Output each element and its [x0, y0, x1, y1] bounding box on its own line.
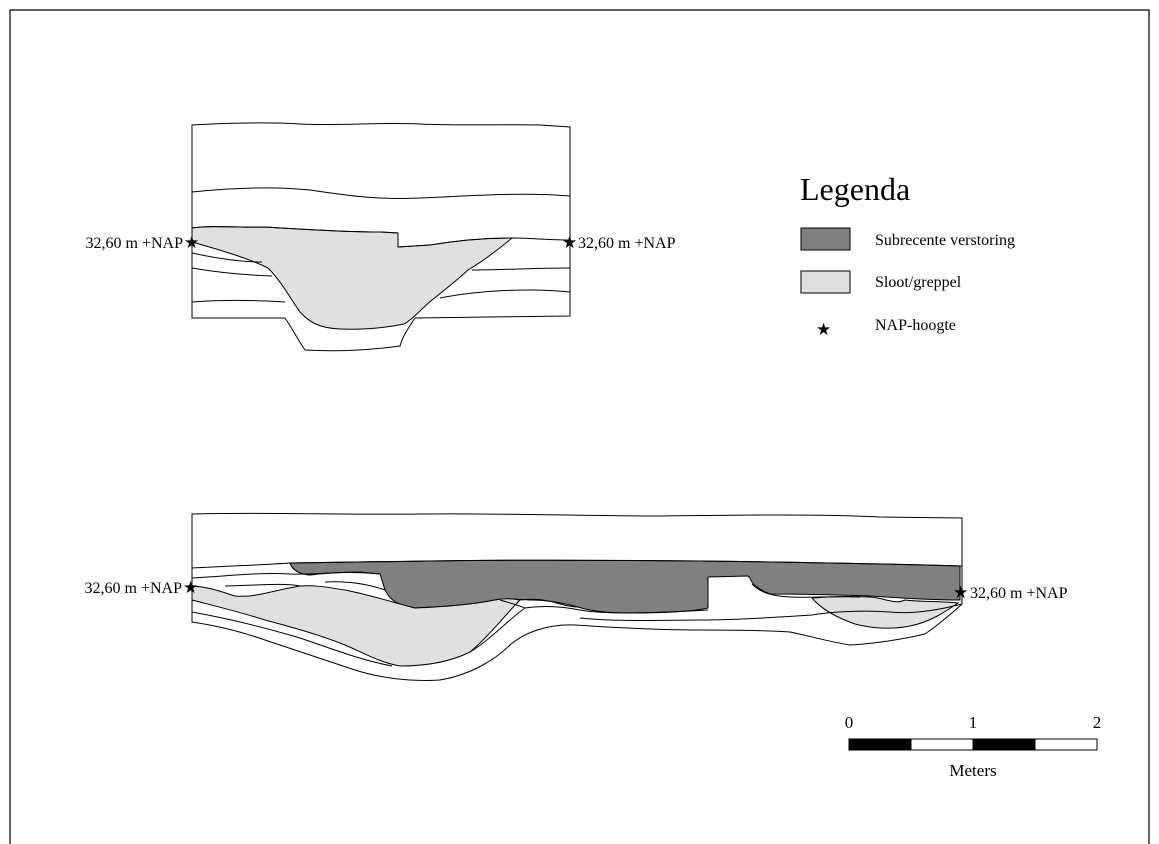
nap-label-top-right: 32,60 m +NAP	[578, 235, 676, 252]
star-icon: ★	[816, 320, 831, 340]
legend: Legenda Subrecente verstoring Sloot/grep…	[800, 171, 1015, 340]
stratum-line	[499, 599, 709, 614]
stratum-line	[191, 187, 571, 200]
profile-top	[191, 122, 571, 352]
stratum-line	[469, 607, 526, 653]
stratum-line	[224, 583, 301, 587]
page-frame	[9, 9, 1150, 844]
star-icon: ★	[183, 578, 198, 598]
profile-top-outline	[191, 122, 571, 352]
legend-swatch-subrecente-verstoring	[800, 227, 851, 251]
profile-bottom-outline	[191, 512, 963, 681]
stratum-line	[191, 611, 393, 667]
scale-unit-label: Meters	[949, 761, 996, 780]
sloot-greppel-fill	[811, 595, 960, 629]
stratum-line	[191, 300, 286, 303]
legend-label-sloot-greppel: Sloot/greppel	[875, 274, 962, 291]
profile-bottom	[191, 512, 963, 681]
legend-swatch-sloot-greppel	[800, 270, 851, 294]
scale-tick-label: 0	[845, 713, 854, 732]
scale-tick-label: 1	[969, 713, 978, 732]
nap-label-top-left: 32,60 m +NAP	[86, 235, 184, 252]
scale-segment-white	[910, 738, 974, 751]
legend-label-subrecente-verstoring: Subrecente verstoring	[875, 232, 1015, 249]
stratum-line	[191, 267, 273, 277]
stratum-line	[751, 583, 861, 598]
star-icon: ★	[953, 583, 968, 603]
stratum-line	[289, 562, 311, 576]
stratum-line	[324, 581, 386, 591]
stratum-line	[191, 571, 381, 579]
scale-segment-black	[972, 738, 1036, 751]
star-icon: ★	[184, 233, 199, 253]
sloot-greppel-fill	[191, 226, 514, 330]
scale-segment-black	[848, 738, 912, 751]
stratum-line	[519, 598, 579, 608]
nap-label-bottom-left: 32,60 m +NAP	[85, 580, 183, 597]
nap-label-bottom-right: 32,60 m +NAP	[970, 585, 1068, 602]
scale-segment-white	[1034, 738, 1098, 751]
legend-label-nap-hoogte: NAP-hoogte	[875, 317, 956, 334]
stratum-line	[191, 252, 263, 263]
legend-title: Legenda	[800, 171, 910, 207]
star-icon: ★	[562, 233, 577, 253]
stratum-line	[439, 289, 571, 299]
stratum-line	[191, 559, 963, 569]
stratum-line	[579, 603, 963, 621]
scale-bar: 0 1 2 Meters	[845, 713, 1102, 780]
scale-tick-label: 2	[1093, 713, 1102, 732]
stratum-line	[471, 267, 571, 271]
stratum-line	[191, 226, 571, 248]
